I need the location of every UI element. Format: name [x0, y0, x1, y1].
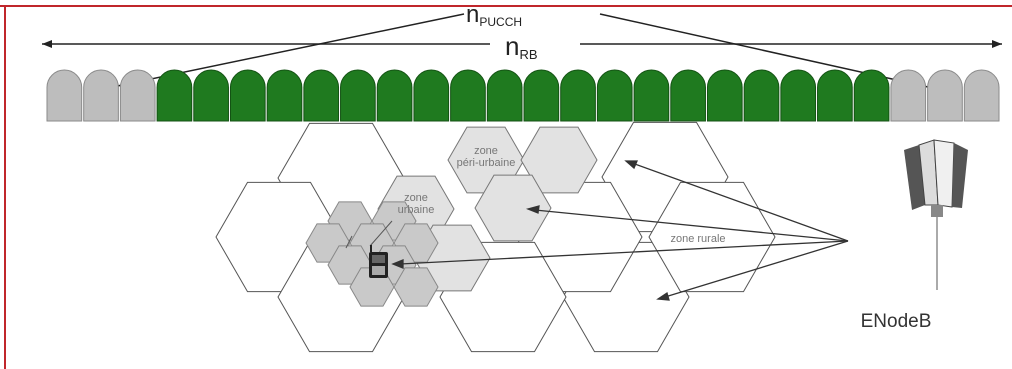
- zone-urbaine-label: zone urbaine: [398, 192, 435, 216]
- enodeb-label: ENodeB: [861, 311, 932, 332]
- base-station-antenna-icon: [904, 139, 968, 290]
- n-rb-label: nRB: [505, 31, 538, 62]
- svg-text:péri-urbaine: péri-urbaine: [457, 157, 516, 169]
- resource-block-green: [266, 69, 303, 122]
- enodeb-arrows: [391, 160, 849, 301]
- resource-block-green: [670, 69, 706, 122]
- resource-block-gray: [119, 69, 156, 122]
- periurban-cell-hex: [474, 174, 552, 242]
- resource-block-green: [229, 69, 266, 122]
- resource-block-green: [340, 69, 376, 122]
- resource-block-green: [523, 69, 560, 122]
- svg-text:urbaine: urbaine: [398, 204, 435, 216]
- resource-block-green: [560, 69, 596, 122]
- resource-block-green: [156, 69, 193, 122]
- resource-block-green: [780, 69, 817, 122]
- resource-block-green: [413, 69, 450, 122]
- svg-text:zone: zone: [404, 192, 428, 204]
- resource-block-green: [486, 69, 523, 122]
- resource-block-gray: [963, 69, 1000, 122]
- hexagonal-cell-grid: [215, 121, 776, 353]
- resource-block-green: [853, 69, 890, 122]
- n-pucch-label: nPUCCH: [466, 1, 522, 29]
- resource-block-green: [193, 69, 229, 122]
- zone-rurale-label: zone rurale: [670, 233, 725, 245]
- resource-block-green: [303, 69, 340, 122]
- svg-text:zone: zone: [474, 145, 498, 157]
- resource-block-gray: [927, 69, 963, 122]
- resource-block-gray: [890, 69, 927, 122]
- resource-block-gray: [46, 69, 83, 122]
- resource-block-green: [706, 69, 743, 122]
- resource-block-green: [376, 69, 413, 122]
- resource-block-green: [596, 69, 633, 122]
- n-rb-dimension: nRB: [42, 31, 1002, 62]
- resource-block-strip: [46, 69, 1000, 122]
- mobile-phone-icon: [369, 245, 388, 278]
- resource-block-green: [450, 69, 486, 122]
- zone-periurbaine-label: zone péri-urbaine: [457, 145, 516, 169]
- resource-block-green: [743, 69, 780, 122]
- resource-block-gray: [83, 69, 119, 122]
- urban-cell-hex: [393, 267, 439, 307]
- periurban-cell-hex: [520, 126, 598, 194]
- resource-block-green: [817, 69, 853, 122]
- rural-cell-hex: [648, 181, 776, 293]
- resource-block-green: [633, 69, 670, 122]
